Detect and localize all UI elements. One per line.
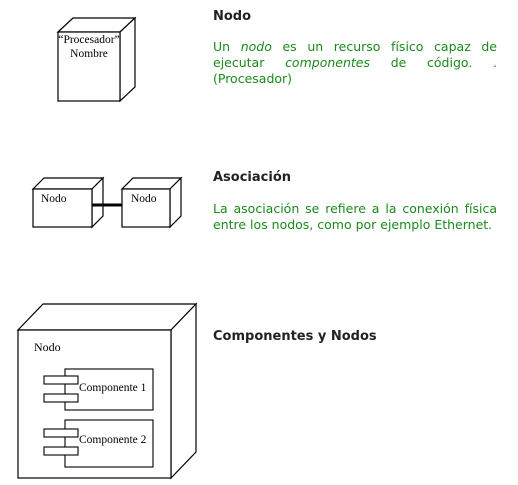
component-2-label: Componente 2 [79, 434, 147, 446]
asociacion-description: La asociación se refiere a la conexión f… [213, 201, 497, 232]
component-2-shape [43, 419, 154, 468]
node-b-shape [120, 176, 183, 229]
node-procesador-shape [56, 16, 137, 103]
node-name-label: Nombre [70, 48, 108, 60]
nodo-desc-italic-nodo: nodo [240, 39, 272, 54]
component-1-shape [43, 368, 154, 411]
nodo-title: Nodo [213, 9, 252, 24]
componentes-nodos-title: Componentes y Nodos [213, 329, 377, 344]
container-node-label: Nodo [34, 340, 61, 354]
asociacion-title: Asociación [213, 170, 292, 185]
component-1-label: Componente 1 [79, 382, 147, 394]
node-stereotype-label: “Procesador” [58, 34, 120, 46]
node-b-label: Nodo [131, 193, 157, 205]
nodo-desc-part: Un [213, 39, 241, 54]
node-a-label: Nodo [41, 193, 67, 205]
nodo-desc-part: es un recurso físico capaz de ejecutar [213, 39, 497, 70]
nodo-desc-italic-componentes: componentes [285, 55, 370, 70]
node-a-shape [31, 176, 105, 229]
nodo-description: Un nodo es un recurso físico capaz de ej… [213, 39, 497, 87]
nodo-desc-part: de código. . (Procesador) [213, 55, 497, 86]
